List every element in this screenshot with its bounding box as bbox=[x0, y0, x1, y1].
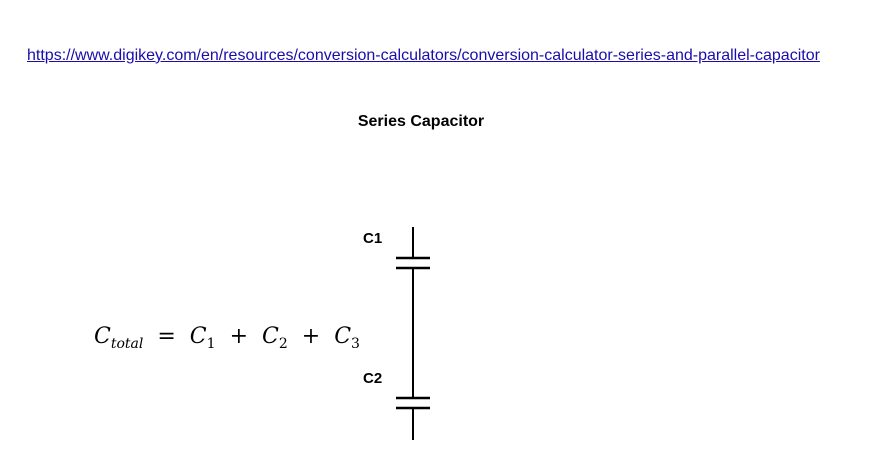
formula-plus: + bbox=[301, 324, 321, 349]
formula-lhs-subscript: total bbox=[110, 336, 144, 352]
capacitance-formula: Ctotal = C1 + C2 + C3 bbox=[94, 322, 360, 359]
formula-term-symbol: C bbox=[334, 324, 352, 349]
reference-link[interactable]: https://www.digikey.com/en/resources/con… bbox=[27, 47, 820, 64]
formula-equals: = bbox=[157, 324, 176, 349]
capacitor-c2-symbol bbox=[396, 396, 430, 440]
formula-term-symbol: C bbox=[262, 324, 279, 349]
formula-term-subscript: 1 bbox=[206, 336, 216, 352]
formula-term-subscript: 2 bbox=[278, 336, 288, 352]
capacitor-c1-symbol bbox=[396, 227, 430, 270]
formula-term-subscript: 3 bbox=[351, 336, 360, 352]
formula-term-symbol: C bbox=[189, 324, 207, 349]
capacitor-label-c1: C1 bbox=[363, 230, 383, 247]
diagram-title: Series Capacitor bbox=[357, 113, 485, 130]
formula-lhs-symbol: C bbox=[94, 324, 111, 349]
capacitor-label-c2: C2 bbox=[363, 370, 383, 387]
formula-plus: + bbox=[229, 324, 248, 349]
